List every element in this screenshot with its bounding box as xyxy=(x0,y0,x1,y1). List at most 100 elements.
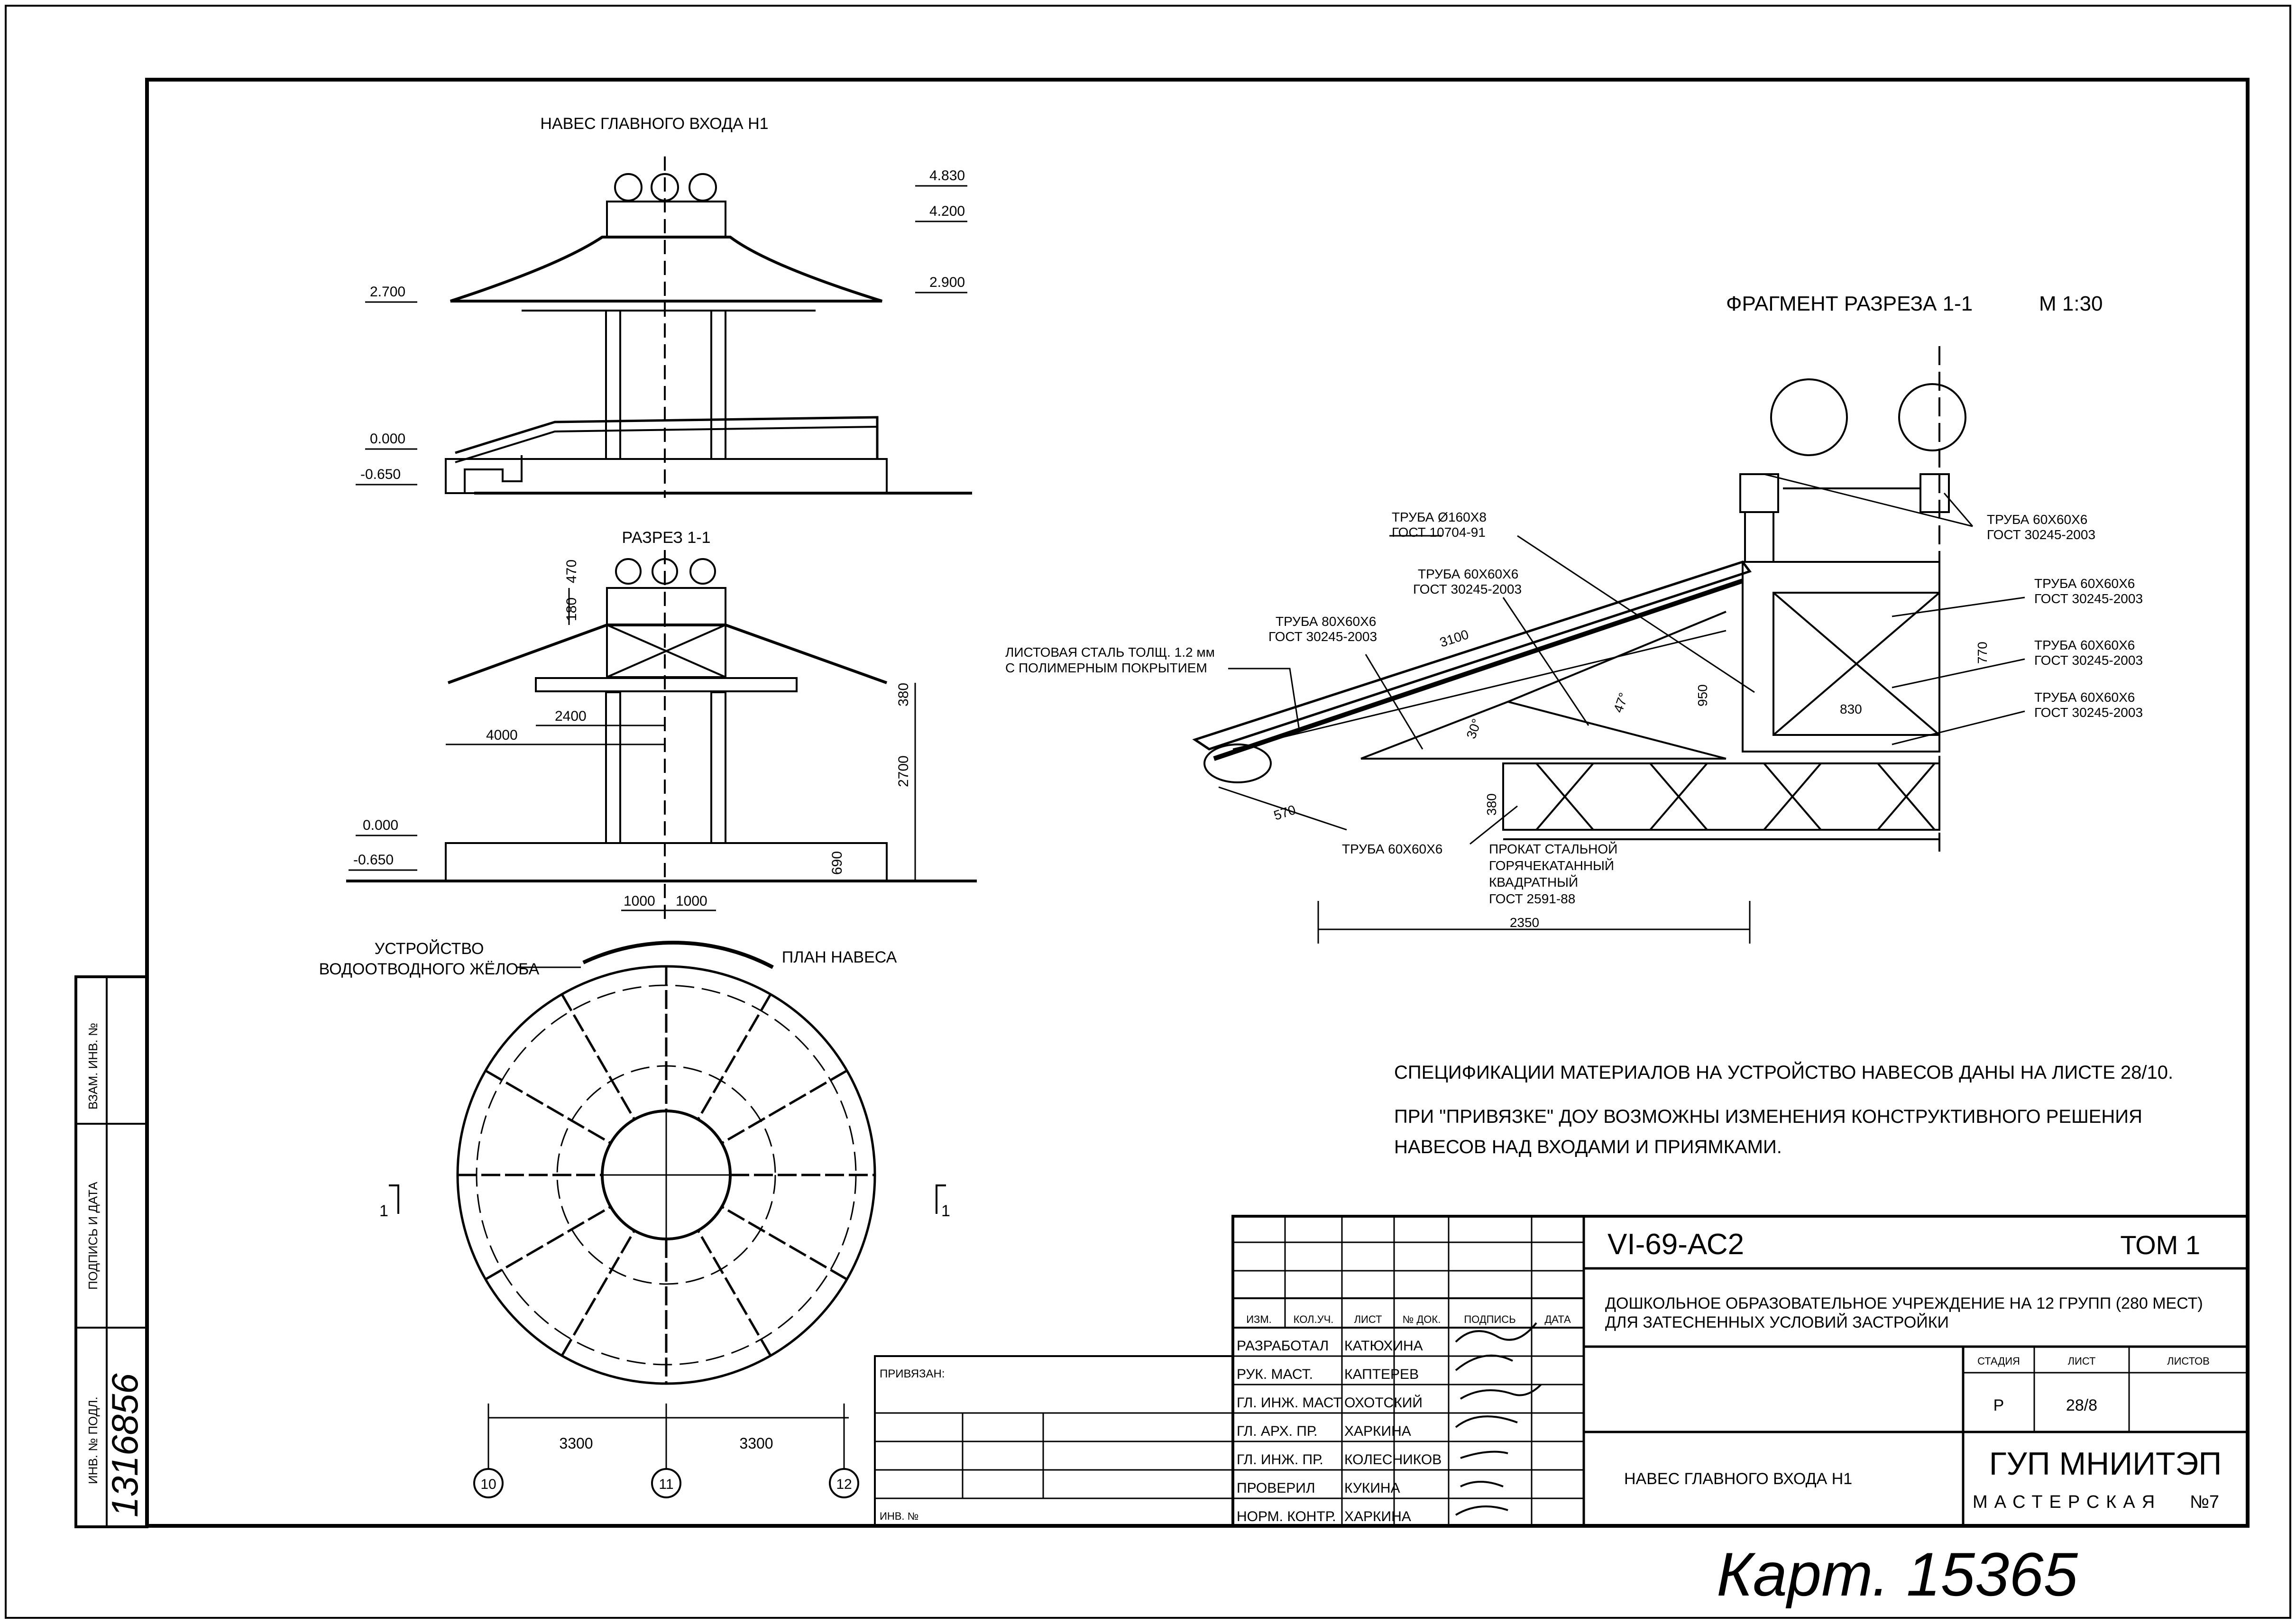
svg-text:VI-69-АС2: VI-69-АС2 xyxy=(1607,1228,1744,1261)
svg-text:ДАТА: ДАТА xyxy=(1544,1313,1571,1325)
svg-text:ТРУБА 60Х60Х6: ТРУБА 60Х60Х6 xyxy=(2034,638,2135,652)
svg-text:ТРУБА Ø160Х8: ТРУБА Ø160Х8 xyxy=(1392,510,1487,524)
svg-text:1000: 1000 xyxy=(624,893,655,909)
svg-text:ПРИ "ПРИВЯЗКЕ" ДОУ ВОЗМОЖНЫ ИЗ: ПРИ "ПРИВЯЗКЕ" ДОУ ВОЗМОЖНЫ ИЗМЕНЕНИЯ КО… xyxy=(1394,1106,2142,1127)
svg-text:ПОДПИСЬ: ПОДПИСЬ xyxy=(1464,1313,1515,1325)
svg-text:12: 12 xyxy=(836,1477,852,1492)
svg-text:КВАДРАТНЫЙ: КВАДРАТНЫЙ xyxy=(1489,875,1578,890)
svg-text:ПРОКАТ СТАЛЬНОЙ: ПРОКАТ СТАЛЬНОЙ xyxy=(1489,842,1617,856)
fragment-title: ФРАГМЕНТ РАЗРЕЗА 1-1 xyxy=(1726,292,1973,315)
svg-text:ИЗМ.: ИЗМ. xyxy=(1246,1313,1272,1325)
svg-text:ЛИСТ: ЛИСТ xyxy=(1354,1313,1382,1325)
svg-text:РАЗРАБОТАЛ: РАЗРАБОТАЛ xyxy=(1237,1338,1329,1354)
svg-text:830: 830 xyxy=(1840,702,1862,716)
svg-text:НАВЕСОВ НАД ВХОДАМИ И ПРИЯМКАМ: НАВЕСОВ НАД ВХОДАМИ И ПРИЯМКАМИ. xyxy=(1394,1137,1782,1157)
fragment-view: ФРАГМЕНТ РАЗРЕЗА 1-1 М 1:30 xyxy=(1192,292,2103,944)
notes: СПЕЦИФИКАЦИИ МАТЕРИАЛОВ НА УСТРОЙСТВО НА… xyxy=(1394,1061,2173,1157)
svg-text:-0.650: -0.650 xyxy=(353,852,394,868)
svg-text:380: 380 xyxy=(1484,793,1499,816)
svg-text:28/8: 28/8 xyxy=(2066,1396,2097,1414)
svg-text:ЛИСТ: ЛИСТ xyxy=(2068,1355,2096,1367)
svg-text:ТРУБА 60Х60Х6: ТРУБА 60Х60Х6 xyxy=(2034,690,2135,705)
svg-text:ПРИВЯЗАН:: ПРИВЯЗАН: xyxy=(880,1367,945,1380)
title-block-text: VI-69-АС2 ТОМ 1 ДОШКОЛЬНОЕ ОБРАЗОВАТЕЛЬН… xyxy=(880,1228,2222,1524)
svg-text:КУКИНА: КУКИНА xyxy=(1344,1480,1400,1496)
svg-text:2350: 2350 xyxy=(1510,915,1539,930)
outer-border xyxy=(5,5,2291,1619)
svg-text:КОЛЕСНИКОВ: КОЛЕСНИКОВ xyxy=(1344,1452,1442,1468)
elevation-view: НАВЕС ГЛАВНОГО ВХОДА Н1 xyxy=(445,115,972,498)
svg-text:ГЛ. АРХ. ПР.: ГЛ. АРХ. ПР. xyxy=(1237,1423,1318,1439)
svg-text:690: 690 xyxy=(829,851,845,875)
svg-text:№7: №7 xyxy=(2190,1492,2219,1512)
svg-text:УСТРОЙСТВО: УСТРОЙСТВО xyxy=(375,940,484,958)
title-block xyxy=(874,1215,2249,1527)
svg-text:№ ДОК.: № ДОК. xyxy=(1403,1313,1441,1325)
svg-text:ХАРКИНА: ХАРКИНА xyxy=(1344,1509,1411,1524)
svg-text:С ПОЛИМЕРНЫМ ПОКРЫТИЕМ: С ПОЛИМЕРНЫМ ПОКРЫТИЕМ xyxy=(1005,661,1207,675)
svg-text:ТРУБА 60Х60Х6: ТРУБА 60Х60Х6 xyxy=(1418,567,1518,581)
plan-view xyxy=(389,940,946,1498)
svg-text:1316856: 1316856 xyxy=(104,1373,146,1517)
svg-text:ДОШКОЛЬНОЕ ОБРАЗОВАТЕЛЬНОЕ УЧР: ДОШКОЛЬНОЕ ОБРАЗОВАТЕЛЬНОЕ УЧРЕЖДЕНИЕ НА… xyxy=(1605,1294,2203,1312)
plan-labels: ПЛАН НАВЕСА УСТРОЙСТВО ВОДООТВОДНОГО ЖЁЛ… xyxy=(319,940,950,1492)
svg-text:НОРМ. КОНТР.: НОРМ. КОНТР. xyxy=(1237,1509,1336,1524)
svg-text:570: 570 xyxy=(1272,802,1297,823)
svg-text:ГОСТ 30245-2003: ГОСТ 30245-2003 xyxy=(1268,629,1377,644)
fragment-scale: М 1:30 xyxy=(2039,292,2103,315)
svg-text:470: 470 xyxy=(564,560,579,583)
svg-text:4.200: 4.200 xyxy=(929,203,965,219)
svg-text:1000: 1000 xyxy=(676,893,707,909)
svg-text:1: 1 xyxy=(379,1202,388,1220)
svg-text:47°: 47° xyxy=(1611,691,1632,715)
svg-text:ИНВ. №: ИНВ. № xyxy=(880,1510,918,1522)
svg-text:ГЛ. ИНЖ. ПР.: ГЛ. ИНЖ. ПР. xyxy=(1237,1452,1323,1468)
svg-text:180: 180 xyxy=(564,597,579,621)
svg-text:3300: 3300 xyxy=(739,1435,773,1452)
svg-text:Р: Р xyxy=(1993,1396,2004,1414)
section-dims: 470 180 380 2700 690 2400 4000 1000 1000… xyxy=(349,560,911,909)
svg-text:СПЕЦИФИКАЦИИ МАТЕРИАЛОВ НА УСТ: СПЕЦИФИКАЦИИ МАТЕРИАЛОВ НА УСТРОЙСТВО НА… xyxy=(1394,1061,2173,1083)
svg-text:2.900: 2.900 xyxy=(929,275,965,290)
svg-text:ЛИСТОВАЯ СТАЛЬ ТОЛЩ. 1.2 мм: ЛИСТОВАЯ СТАЛЬ ТОЛЩ. 1.2 мм xyxy=(1005,645,1215,660)
svg-text:4000: 4000 xyxy=(486,727,518,743)
svg-text:ПЛАН НАВЕСА: ПЛАН НАВЕСА xyxy=(782,948,897,966)
svg-text:10: 10 xyxy=(480,1477,496,1492)
svg-text:ГОСТ 30245-2003: ГОСТ 30245-2003 xyxy=(1987,527,2095,542)
svg-text:0.000: 0.000 xyxy=(363,817,398,833)
svg-text:ГОСТ 30245-2003: ГОСТ 30245-2003 xyxy=(2034,653,2143,668)
section-title: РАЗРЕЗ 1-1 xyxy=(622,529,711,547)
svg-text:ТРУБА 60Х60Х6: ТРУБА 60Х60Х6 xyxy=(2034,576,2135,591)
svg-text:4.830: 4.830 xyxy=(929,168,965,184)
svg-text:3100: 3100 xyxy=(1438,627,1470,650)
svg-text:ТРУБА 60Х60Х6: ТРУБА 60Х60Х6 xyxy=(1987,512,2087,527)
svg-text:0.000: 0.000 xyxy=(370,431,405,447)
svg-text:ДЛЯ ЗАТЕСНЕННЫХ УСЛОВИЙ ЗАСТРО: ДЛЯ ЗАТЕСНЕННЫХ УСЛОВИЙ ЗАСТРОЙКИ xyxy=(1605,1313,1949,1331)
svg-text:2.700: 2.700 xyxy=(370,284,405,300)
svg-text:ЛИСТОВ: ЛИСТОВ xyxy=(2167,1355,2210,1367)
svg-text:770: 770 xyxy=(1975,642,1990,664)
svg-text:ГОСТ 10704-91: ГОСТ 10704-91 xyxy=(1392,525,1486,540)
svg-text:3300: 3300 xyxy=(559,1435,593,1452)
svg-text:КАПТЕРЕВ: КАПТЕРЕВ xyxy=(1344,1367,1419,1382)
svg-text:-0.650: -0.650 xyxy=(360,467,401,482)
svg-text:ГОСТ 30245-2003: ГОСТ 30245-2003 xyxy=(2034,705,2143,720)
svg-text:ГОСТ 30245-2003: ГОСТ 30245-2003 xyxy=(2034,591,2143,606)
elevation-title: НАВЕС ГЛАВНОГО ВХОДА Н1 xyxy=(540,115,768,133)
svg-text:ХАРКИНА: ХАРКИНА xyxy=(1344,1423,1411,1439)
svg-text:ГОРЯЧЕКАТАННЫЙ: ГОРЯЧЕКАТАННЫЙ xyxy=(1489,858,1614,873)
svg-text:30°: 30° xyxy=(1464,717,1485,741)
svg-text:11: 11 xyxy=(659,1477,673,1492)
svg-text:ГОСТ 30245-2003: ГОСТ 30245-2003 xyxy=(1413,582,1522,596)
fragment-labels: ТРУБА Ø160Х8 ГОСТ 10704-91 ТРУБА 60Х60Х6… xyxy=(1005,510,2143,930)
svg-text:РУК. МАСТ.: РУК. МАСТ. xyxy=(1237,1367,1313,1382)
svg-text:1: 1 xyxy=(941,1202,950,1220)
svg-text:КАТЮХИНА: КАТЮХИНА xyxy=(1344,1338,1423,1354)
svg-text:ТОМ 1: ТОМ 1 xyxy=(2120,1230,2200,1260)
svg-text:ВЗАМ. ИНВ. №: ВЗАМ. ИНВ. № xyxy=(86,1023,100,1110)
svg-text:МАСТЕРСКАЯ: МАСТЕРСКАЯ xyxy=(1973,1492,2161,1512)
svg-text:950: 950 xyxy=(1695,684,1710,706)
svg-text:2400: 2400 xyxy=(555,708,587,724)
svg-text:ПОДПИСЬ И ДАТА: ПОДПИСЬ И ДАТА xyxy=(86,1182,100,1290)
